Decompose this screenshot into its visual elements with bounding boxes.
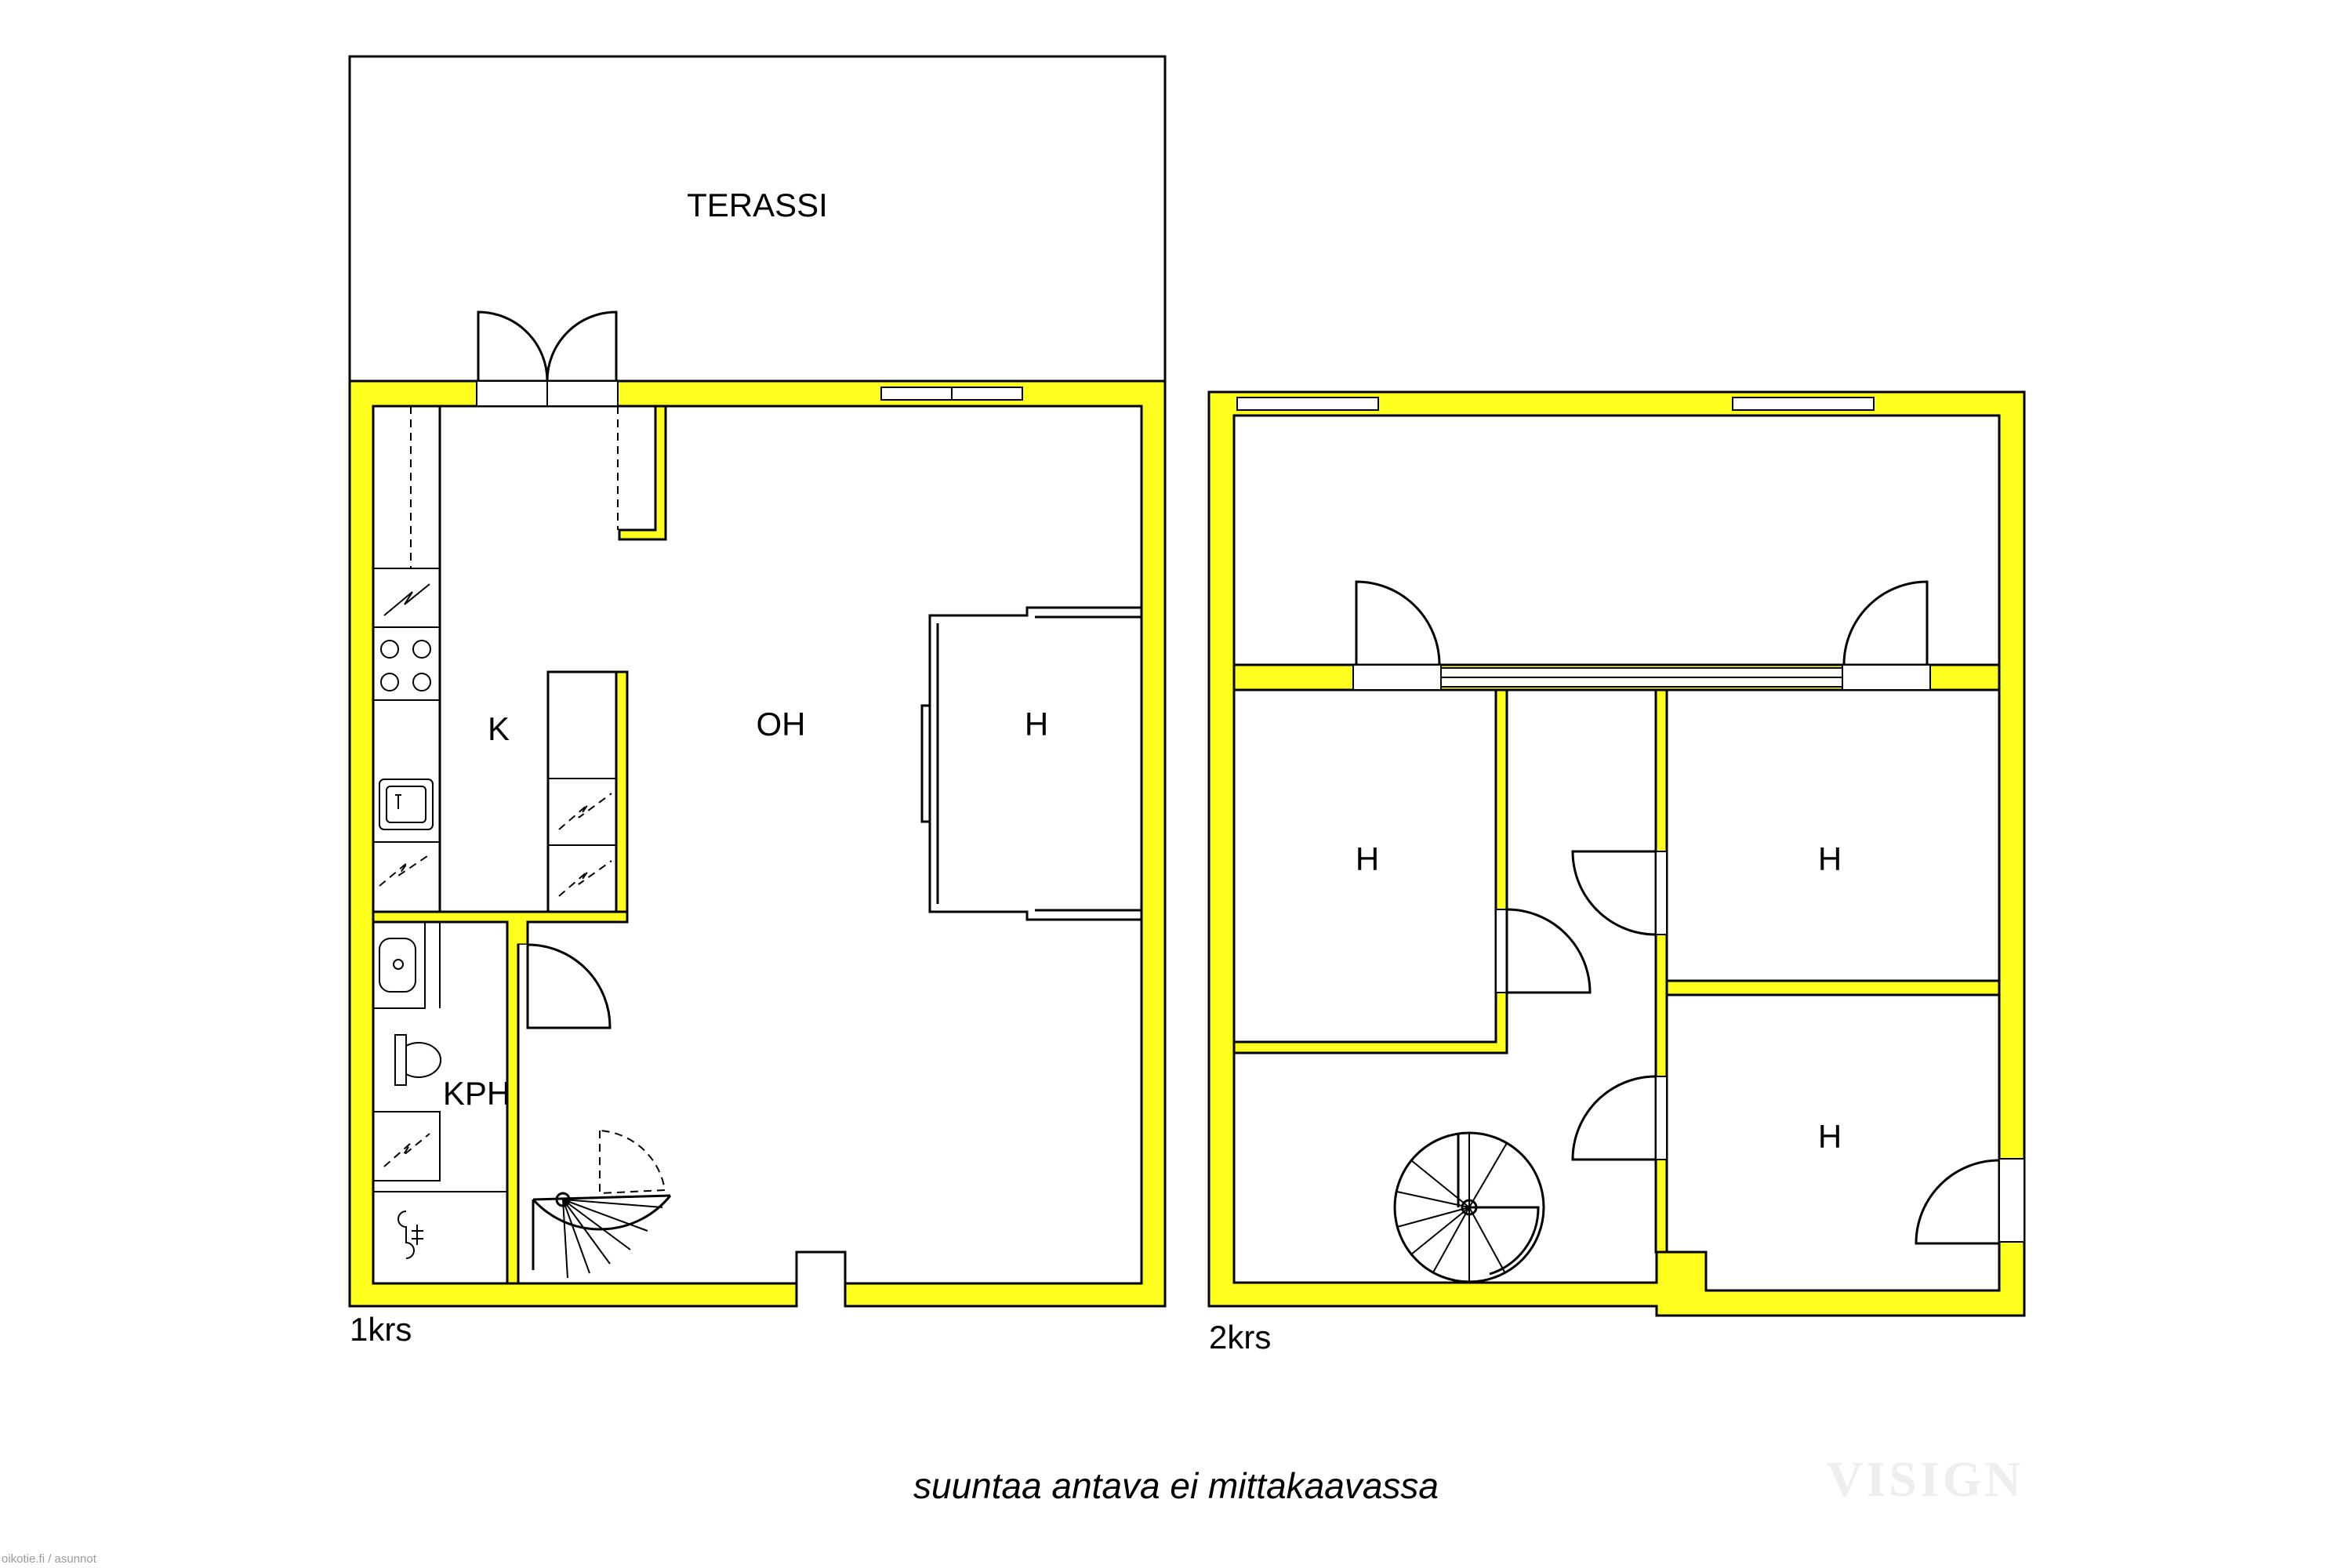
- bedroom-2f-right-top-label: H: [1818, 840, 1842, 877]
- bath-door-swing: [526, 943, 612, 1029]
- floor-2-right-top-door-swing: [1571, 850, 1657, 936]
- shower-icon: [397, 1210, 423, 1259]
- floor-2-right-bedrooms-wall: [1654, 688, 1668, 1254]
- kitchen-sink-icon: [379, 779, 434, 830]
- toilet-icon: [394, 1034, 442, 1086]
- terrace-label: TERASSI: [687, 187, 828, 223]
- kitchen-counter-left: [372, 405, 441, 913]
- floor-2-window-1: [1236, 397, 1379, 411]
- kitchen-island-dividers: [548, 778, 616, 846]
- floor-2-right-bottom-door-swing: [1571, 1075, 1657, 1161]
- floor-2-left-bedroom-door-frame: [1495, 909, 1508, 993]
- bathroom-label: KPH: [443, 1075, 510, 1112]
- kitchen-island: [546, 670, 618, 913]
- floor-2-door-left-frame: [1352, 664, 1442, 691]
- terrace-door-right-swing: [546, 310, 618, 382]
- washbasin-counter: [372, 921, 426, 1009]
- floor-1-window-2: [951, 387, 1023, 401]
- floor-1-plan: TERASSI K OH H KPH 1krs: [348, 55, 1167, 1348]
- floor-2-window-2: [1732, 397, 1875, 411]
- spiral-stair-2f: [1393, 1131, 1545, 1283]
- floor-2-door-right-frame: [1842, 664, 1931, 691]
- bath-fixtures: [372, 921, 508, 1284]
- floor-2-left-bedroom-walls: [1232, 688, 1508, 1054]
- spiral-stair-1f: [532, 1130, 672, 1279]
- washing-machine-icon: [383, 1133, 430, 1167]
- bedroom-2f-left-label: H: [1356, 840, 1379, 877]
- kitchen-label: K: [488, 710, 510, 747]
- dishwasher-icon: [379, 854, 430, 887]
- floor-1-level-label: 1krs: [350, 1311, 412, 1348]
- terrace-area: [348, 55, 1167, 383]
- bath-partition-lines: [373, 922, 441, 1181]
- floor-2-level-label: 2krs: [1209, 1319, 1271, 1356]
- floor-2-balcony-door-swing: [1915, 1159, 2000, 1245]
- kitchen-counter-dividers: [373, 568, 440, 843]
- floor-1-window-1: [880, 387, 953, 401]
- floor-2-left-bedroom-door-swing: [1505, 908, 1592, 994]
- floor-1-outer-wall: [348, 379, 1167, 1308]
- bedroom-2f-right-bottom-label: H: [1818, 1118, 1842, 1155]
- bath-wall-yellow: [518, 945, 528, 1028]
- kitchen-island-wall: [615, 670, 629, 913]
- bedroom-partition-1f: [920, 606, 1142, 921]
- stove-icon: [380, 640, 431, 691]
- floor-2-door-left-swing: [1355, 580, 1441, 666]
- floor-2-right-divider: [1665, 979, 2001, 996]
- floor-2-balcony-door-frame: [1998, 1158, 2025, 1243]
- floor-2-right-bottom-door-frame: [1655, 1076, 1668, 1160]
- floor-2-door-right-swing: [1842, 580, 1929, 666]
- terrace-door-right-frame: [546, 380, 619, 407]
- disclaimer-note: suuntaa antava ei mittakaavassa: [913, 1465, 1439, 1506]
- terrace-door-left-frame: [476, 380, 548, 407]
- floor-2-plan: H H H 2krs: [1207, 390, 2026, 1356]
- washbasin-icon: [379, 938, 416, 993]
- bedroom-1f-label: H: [1025, 706, 1048, 742]
- living-room-label: OH: [757, 706, 806, 742]
- floor-2-outer-wall: [1207, 390, 2026, 1317]
- terrace-door-left-swing: [477, 310, 549, 382]
- watermark-logo: VISIGN: [1827, 1451, 2024, 1507]
- floor-2-right-top-door-frame: [1655, 851, 1668, 935]
- kitchen-top-stub: [616, 405, 667, 541]
- source-credit: oikotie.fi / asunnot: [2, 1552, 96, 1566]
- shower-area: [372, 1191, 508, 1284]
- fridge-icon: [383, 583, 430, 616]
- island-appliance-2-icon: [558, 860, 612, 897]
- island-appliance-1-icon: [558, 793, 612, 830]
